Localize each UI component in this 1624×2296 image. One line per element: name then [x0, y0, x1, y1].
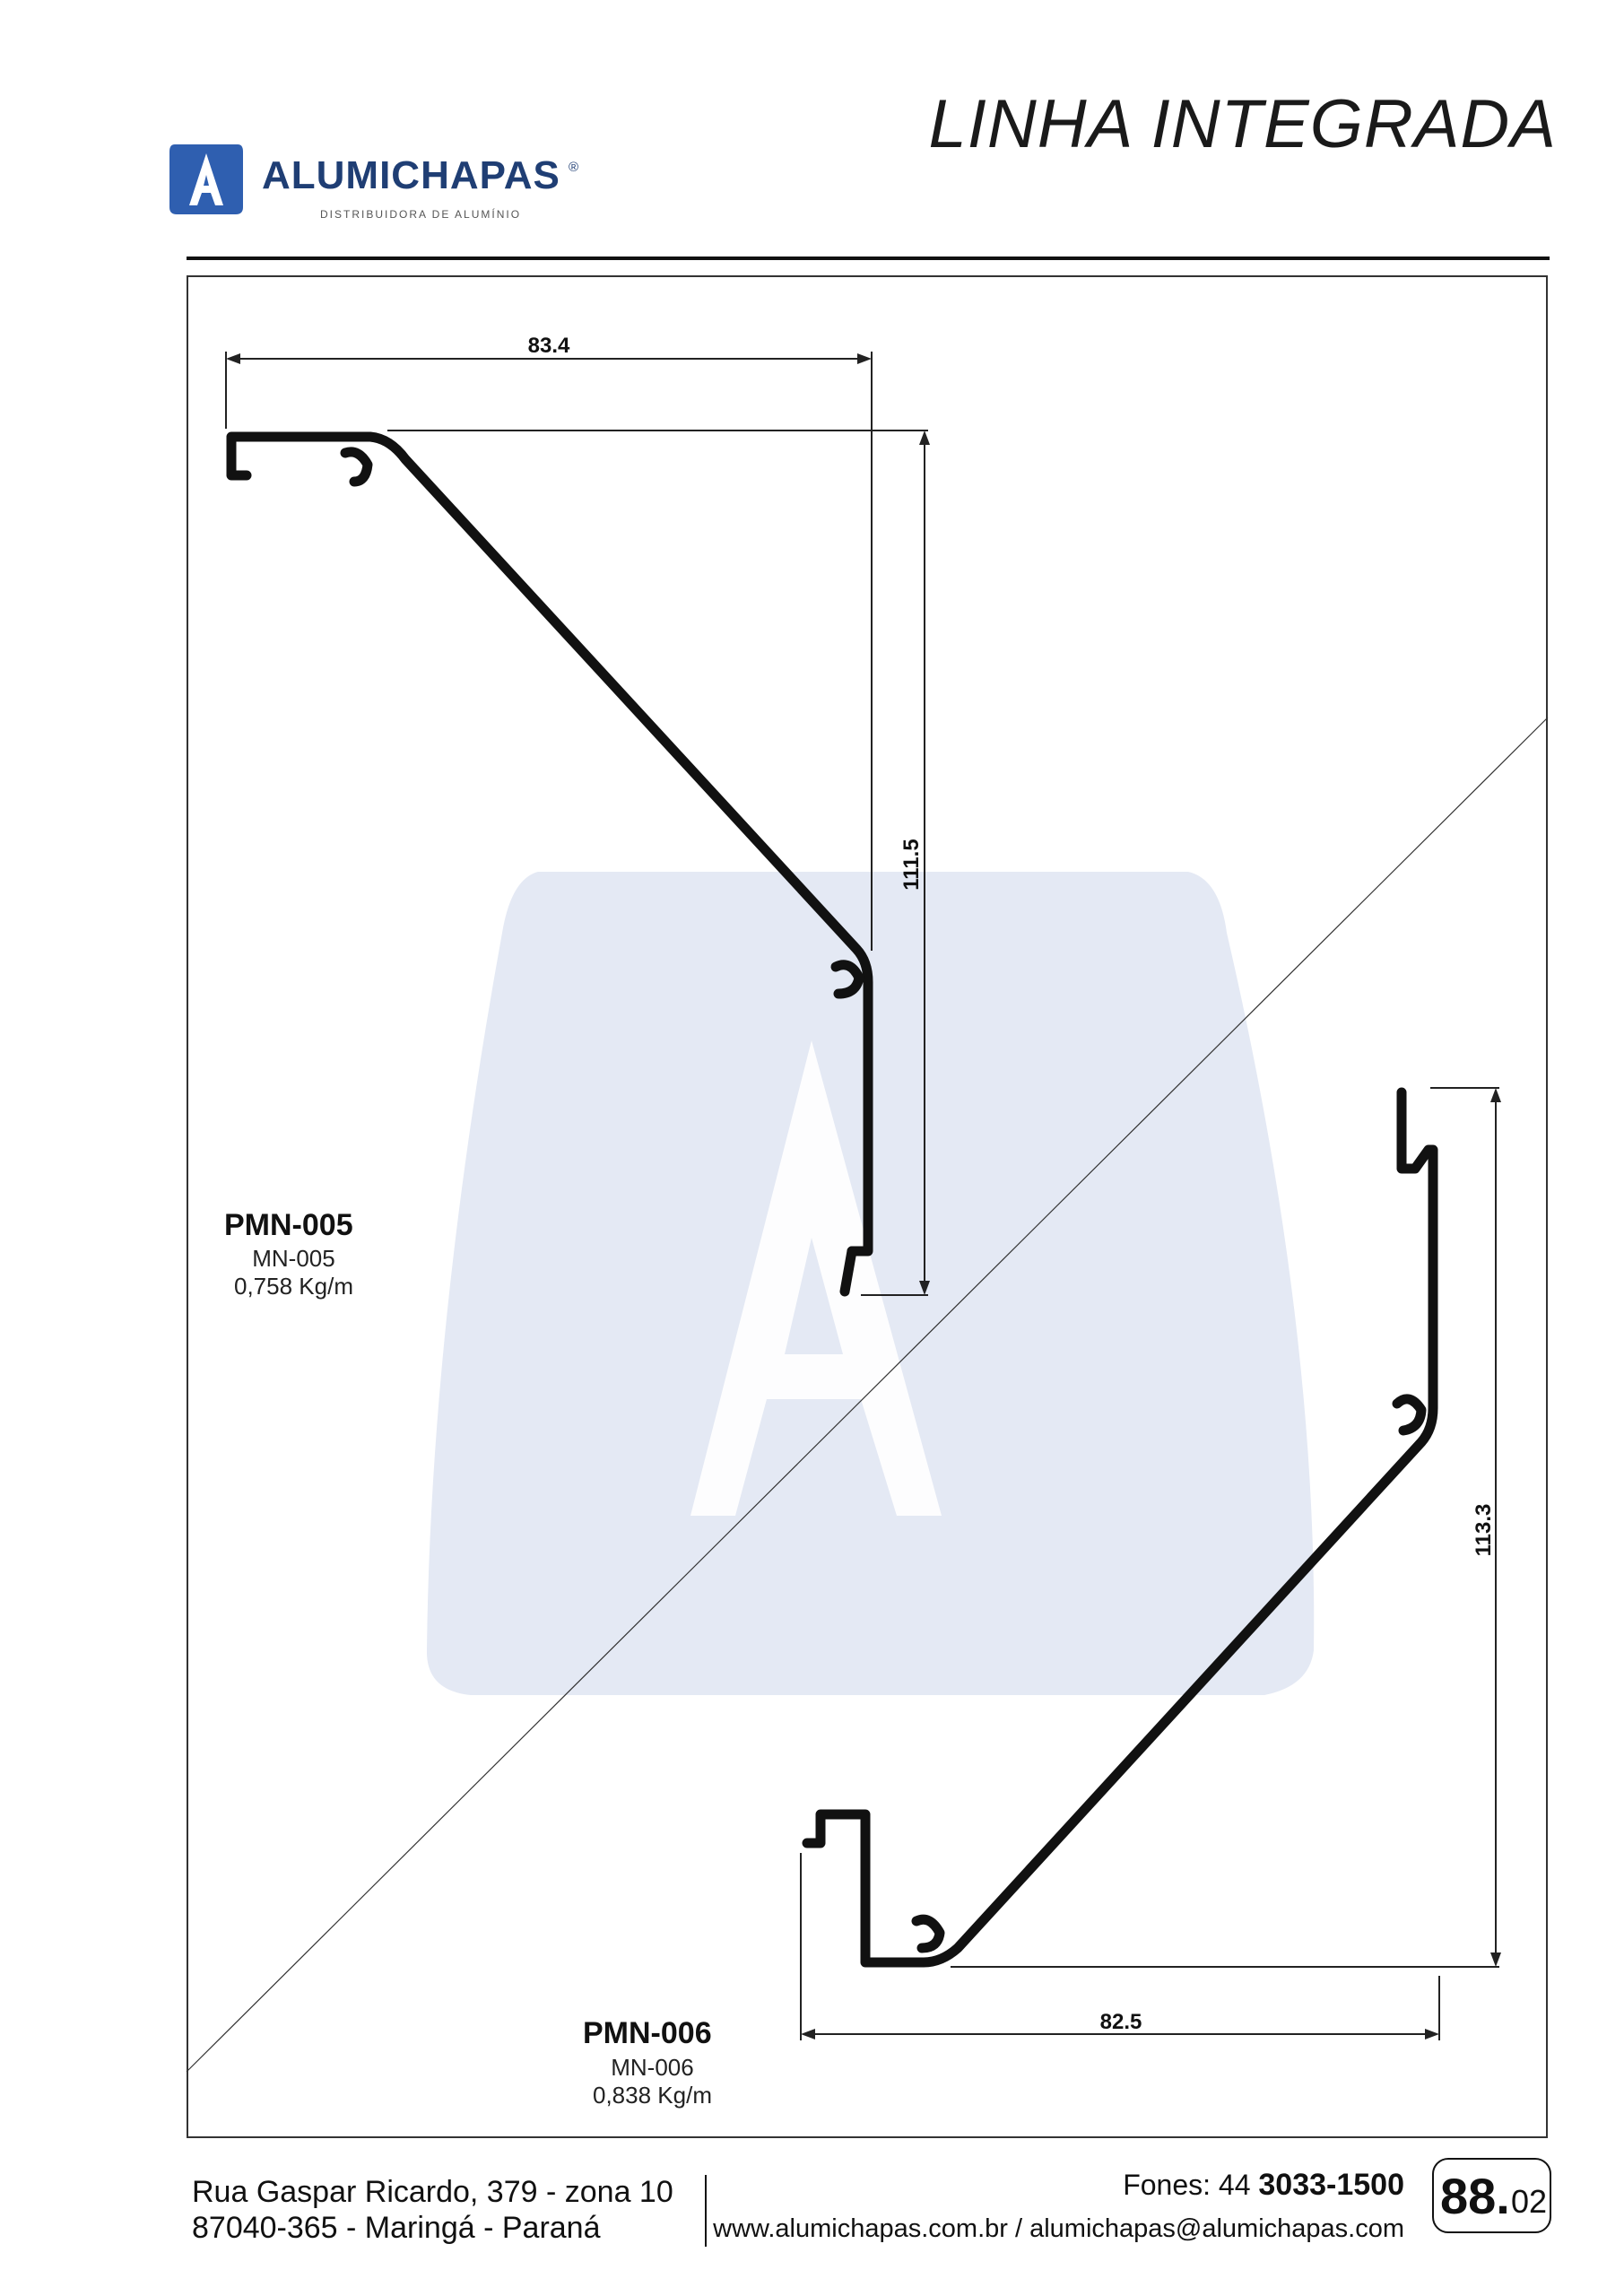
header-rule	[187, 257, 1550, 260]
page-number-sub: 02	[1511, 2183, 1548, 2220]
profile-pmn-006-shape	[802, 1087, 1438, 1968]
drawing-frame	[187, 275, 1548, 2138]
profile-weight-pmn-006: 0,838 Kg/m	[593, 2082, 712, 2109]
address-line-2: 87040-365 - Maringá - Paraná	[192, 2211, 601, 2245]
profile-weight-pmn-005: 0,758 Kg/m	[234, 1273, 353, 1300]
profile-code-pmn-005: PMN-005	[224, 1208, 353, 1242]
brand-logo-icon	[169, 144, 243, 214]
profile-ref-pmn-006: MN-006	[611, 2054, 694, 2081]
dim-width-pmn-006: 82.5	[1100, 2010, 1142, 2034]
dim-width-pmn-005: 83.4	[528, 334, 570, 358]
phone-number: 3033-1500	[1258, 2168, 1404, 2202]
brand-tagline: DISTRIBUIDORA DE ALUMÍNIO	[320, 208, 522, 221]
series-title: LINHA INTEGRADA	[928, 86, 1557, 162]
watermark-letter-a	[690, 1040, 942, 1516]
page-number: 88.	[1440, 2168, 1510, 2224]
web-contacts: www.alumichapas.com.br / alumichapas@alu…	[713, 2214, 1404, 2243]
page-number-box	[1432, 2158, 1551, 2233]
address-line-1: Rua Gaspar Ricardo, 379 - zona 10	[192, 2175, 673, 2209]
brand-registered-mark: ®	[569, 160, 579, 175]
profile-ref-pmn-005: MN-005	[252, 1245, 335, 1272]
dimension-lines-pmn-006	[800, 1087, 1501, 2040]
profile-code-pmn-006: PMN-006	[583, 2016, 712, 2050]
profile-pmn-005-shape	[226, 431, 873, 1297]
diagonal-divider	[186, 717, 1549, 2073]
brand-name: ALUMICHAPAS	[262, 153, 560, 197]
phone-label: Fones: 44	[1123, 2169, 1251, 2201]
footer-divider	[705, 2175, 707, 2247]
dimension-lines-pmn-005	[225, 352, 930, 1296]
phone-line: Fones: 44 3033-1500	[1123, 2168, 1404, 2203]
dim-height-pmn-005: 111.5	[899, 839, 924, 890]
dim-height-pmn-006: 113.3	[1472, 1504, 1496, 1557]
